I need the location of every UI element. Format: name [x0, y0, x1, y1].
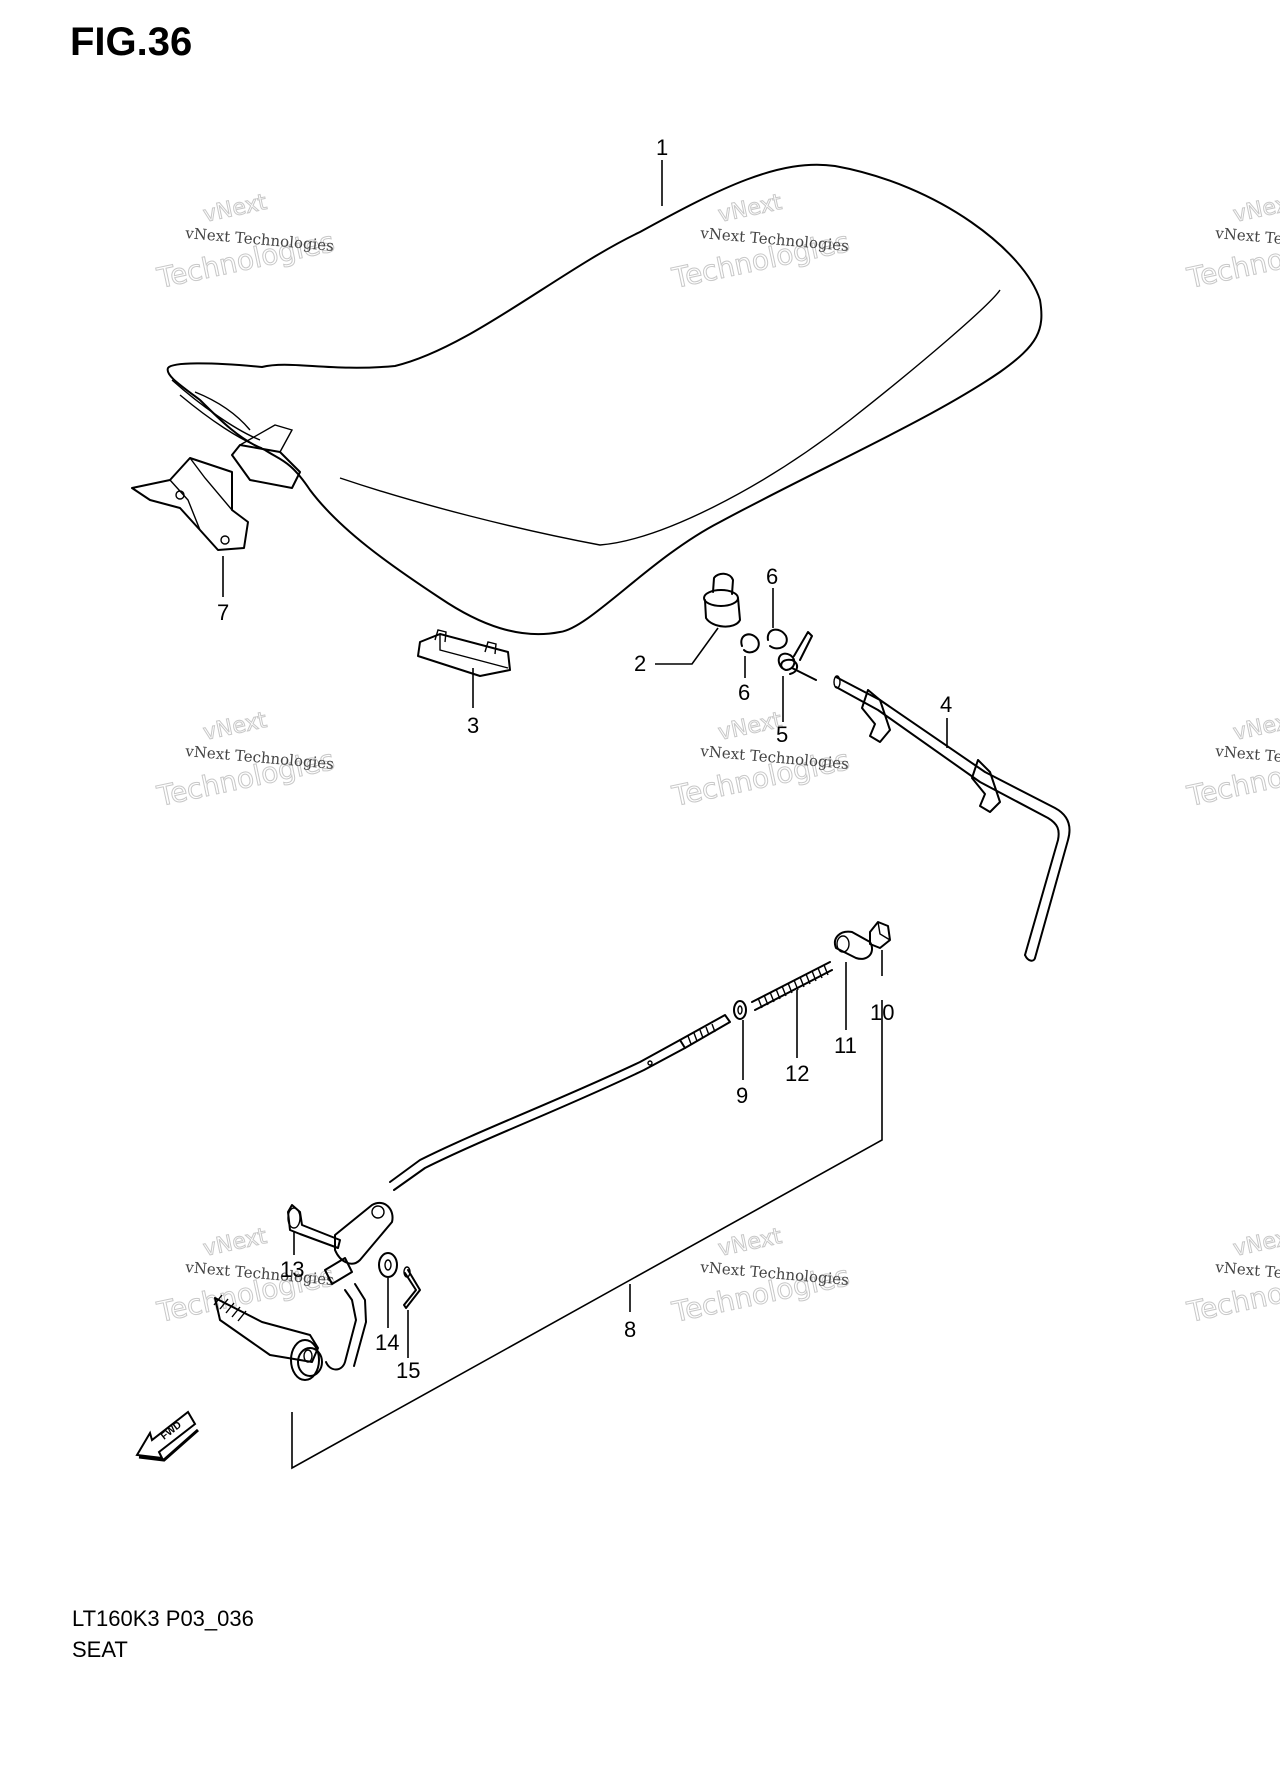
- callout-1: 1: [656, 135, 668, 160]
- callout-10: 10: [870, 1000, 894, 1025]
- callout-7: 7: [217, 600, 229, 625]
- part-bolt: [287, 1204, 341, 1249]
- part-block: [417, 629, 511, 677]
- callout-8: 8: [624, 1317, 636, 1342]
- callout-9: 9: [736, 1083, 748, 1108]
- part-release-cable: [389, 1014, 731, 1191]
- callout-6b: 6: [738, 680, 750, 705]
- leader-2: [655, 627, 719, 665]
- part-washer-upper: [733, 1000, 747, 1020]
- watermark-line1: vNext: [201, 1224, 269, 1262]
- callout-2: 2: [634, 651, 646, 676]
- watermark-line1: vNext: [201, 190, 269, 228]
- callouts: 1 2 3 4 5 6 6 7 8 9 10 11 12 13 14 15: [217, 135, 952, 1383]
- watermark-group: vNext Technologies vNext Technologies vN…: [153, 189, 1280, 1329]
- part-clip-lower: [740, 633, 760, 654]
- callout-15: 15: [396, 1358, 420, 1383]
- part-nut: [869, 921, 891, 949]
- figure-title: FIG.36: [70, 20, 193, 64]
- part-clip-upper: [766, 628, 788, 650]
- callout-13: 13: [280, 1257, 304, 1282]
- part-lock-rod: [833, 675, 1071, 962]
- part-cable-end: [834, 930, 874, 960]
- callout-3: 3: [467, 713, 479, 738]
- part-cushion: [703, 572, 741, 628]
- figure-code: LT160K3 P03_036: [72, 1606, 254, 1631]
- watermark-line1: vNext: [1231, 1224, 1280, 1262]
- part-spring: [777, 631, 817, 681]
- watermark-line1: vNext: [716, 1224, 784, 1262]
- callout-4: 4: [940, 692, 952, 717]
- callout-12: 12: [785, 1061, 809, 1086]
- watermark-line1: vNext: [716, 190, 784, 228]
- watermark-line1: vNext: [1231, 708, 1280, 746]
- leader-lines: [222, 160, 948, 1470]
- figure-name: SEAT: [72, 1637, 128, 1659]
- callout-6a: 6: [766, 564, 778, 589]
- leader-8-bracket: [291, 1000, 883, 1470]
- part-lever-assembly: [213, 1202, 394, 1381]
- fwd-arrow-icon: FWD: [135, 1410, 199, 1462]
- callout-11: 11: [834, 1033, 857, 1058]
- part-bracket: [131, 457, 249, 551]
- part-coil-spring: [751, 961, 833, 1011]
- part-washer-lower: [378, 1252, 398, 1278]
- part-cotter-pin: [403, 1266, 421, 1309]
- callout-14: 14: [375, 1330, 399, 1355]
- watermark-line1: vNext: [716, 708, 784, 746]
- callout-5: 5: [776, 722, 788, 747]
- part-seat: [166, 163, 1043, 636]
- watermark-line1: vNext: [201, 708, 269, 746]
- watermark-line1: vNext: [1231, 190, 1280, 228]
